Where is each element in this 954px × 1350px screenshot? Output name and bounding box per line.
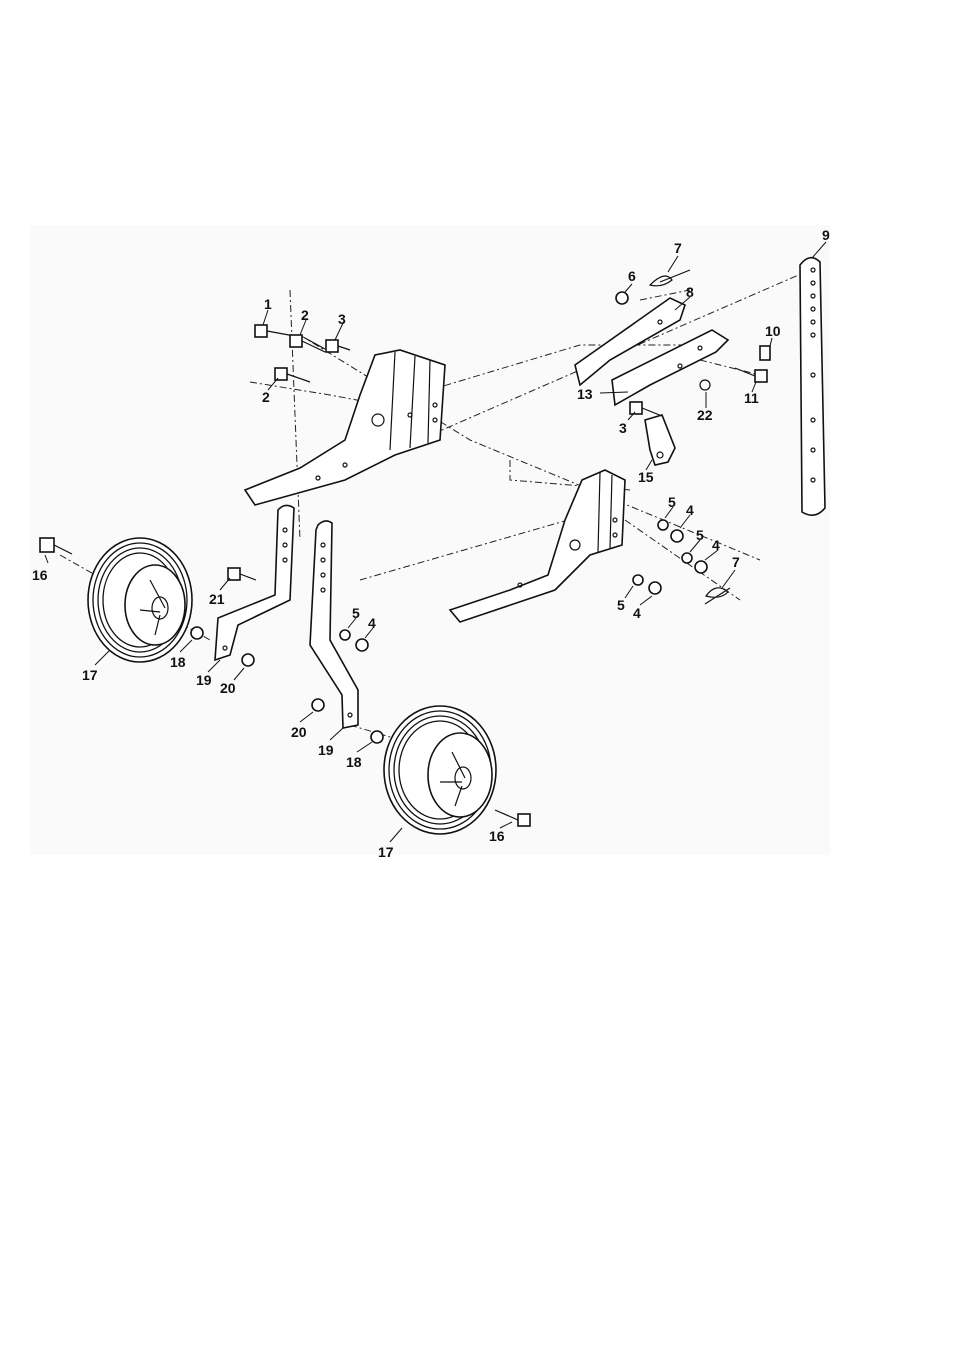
bolt-head [518,814,530,826]
callout-3: 3 [338,311,346,327]
callout-5: 5 [668,494,676,510]
nut [671,530,683,542]
adjustment-bar [800,258,825,516]
callout-20: 20 [291,724,307,740]
bolt-head [275,368,287,380]
callout-17: 17 [82,667,98,683]
wheel-bracket-left [215,505,294,660]
callout-7: 7 [732,554,740,570]
callout-11: 11 [744,390,759,406]
washer [682,553,692,563]
washer [340,630,350,640]
callout-16: 16 [489,828,505,844]
nut [649,582,661,594]
callout-15: 15 [638,469,654,485]
label-decal [700,380,710,390]
bolt-head [630,402,642,414]
callout-5: 5 [696,527,704,543]
washer [371,731,383,743]
nut [242,654,254,666]
bolt-head [755,370,767,382]
assembly-line [290,290,300,540]
callout-4: 4 [633,605,641,621]
callout-6: 6 [628,268,636,284]
callout-4: 4 [368,615,376,631]
callout-18: 18 [346,754,362,770]
wheel-right [384,706,496,834]
bolt-head [290,335,302,347]
bolt-head [40,538,54,552]
bolt-head [326,340,338,352]
callout-7: 7 [674,240,682,256]
callout-21: 21 [209,591,225,607]
wheel-left [88,538,192,662]
callout-19: 19 [196,672,212,688]
callout-5: 5 [352,605,360,621]
nut [312,699,324,711]
bolt-head [760,346,770,360]
callout-5: 5 [617,597,625,613]
assembly-line [640,290,690,300]
washer [191,627,203,639]
callout-10: 10 [765,323,781,339]
washer [633,575,643,585]
assembly-line [700,360,760,375]
callout-2: 2 [301,307,309,323]
washer [658,520,668,530]
nut [356,639,368,651]
callout-4: 4 [686,502,694,518]
callout-2: 2 [262,389,270,405]
callout-16: 16 [32,567,48,583]
latch [645,415,675,465]
callout-1: 1 [264,296,272,312]
callout-18: 18 [170,654,186,670]
callout-22: 22 [697,407,713,423]
callout-3: 3 [619,420,627,436]
nut [616,292,628,304]
nut [695,561,707,573]
callout-4: 4 [712,537,720,553]
nuts-and-washers [191,292,710,743]
callout-19: 19 [318,742,334,758]
callout-17: 17 [378,844,394,860]
callout-13: 13 [577,386,593,402]
callout-8: 8 [686,284,694,300]
hitch-bracket [575,298,728,405]
callout-9: 9 [822,227,830,243]
bolt-head [255,325,267,337]
callout-20: 20 [220,680,236,696]
